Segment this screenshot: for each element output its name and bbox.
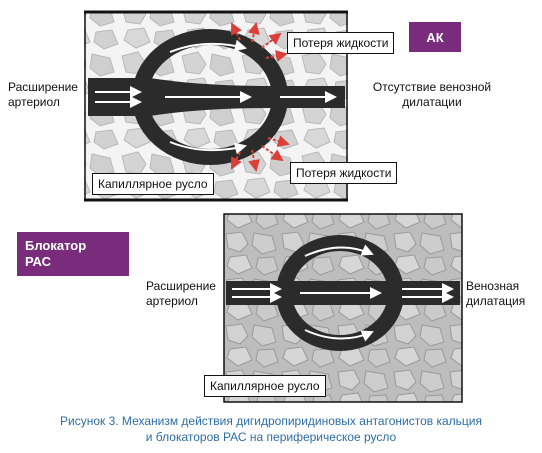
- top-right-label: Отсутствие венозной дилатации: [372, 80, 492, 109]
- top-capillary-label: Капиллярное русло: [92, 173, 214, 195]
- figure-caption: Рисунок 3. Механизм действия дигидропири…: [60, 414, 482, 444]
- bottom-right-label: Венозная дилатация: [466, 279, 526, 308]
- top-fluid-loss-arrows-upper: [231, 22, 288, 62]
- top-fluid-loss-lower-label: Потеря жидкости: [290, 162, 398, 184]
- top-left-label: Расширение артериол: [8, 80, 78, 109]
- top-fluid-loss-upper-label: Потеря жидкости: [287, 32, 395, 54]
- bottom-capillary-ring: [276, 235, 404, 351]
- bottom-left-label: Расширение артериол: [146, 279, 216, 308]
- top-fluid-loss-arrows-lower: [231, 135, 290, 172]
- top-badge-ak: АК: [409, 22, 461, 52]
- bottom-capillary-label: Капиллярное русло: [204, 375, 326, 397]
- bottom-badge-ras-blocker: Блокатор РАС: [17, 232, 129, 276]
